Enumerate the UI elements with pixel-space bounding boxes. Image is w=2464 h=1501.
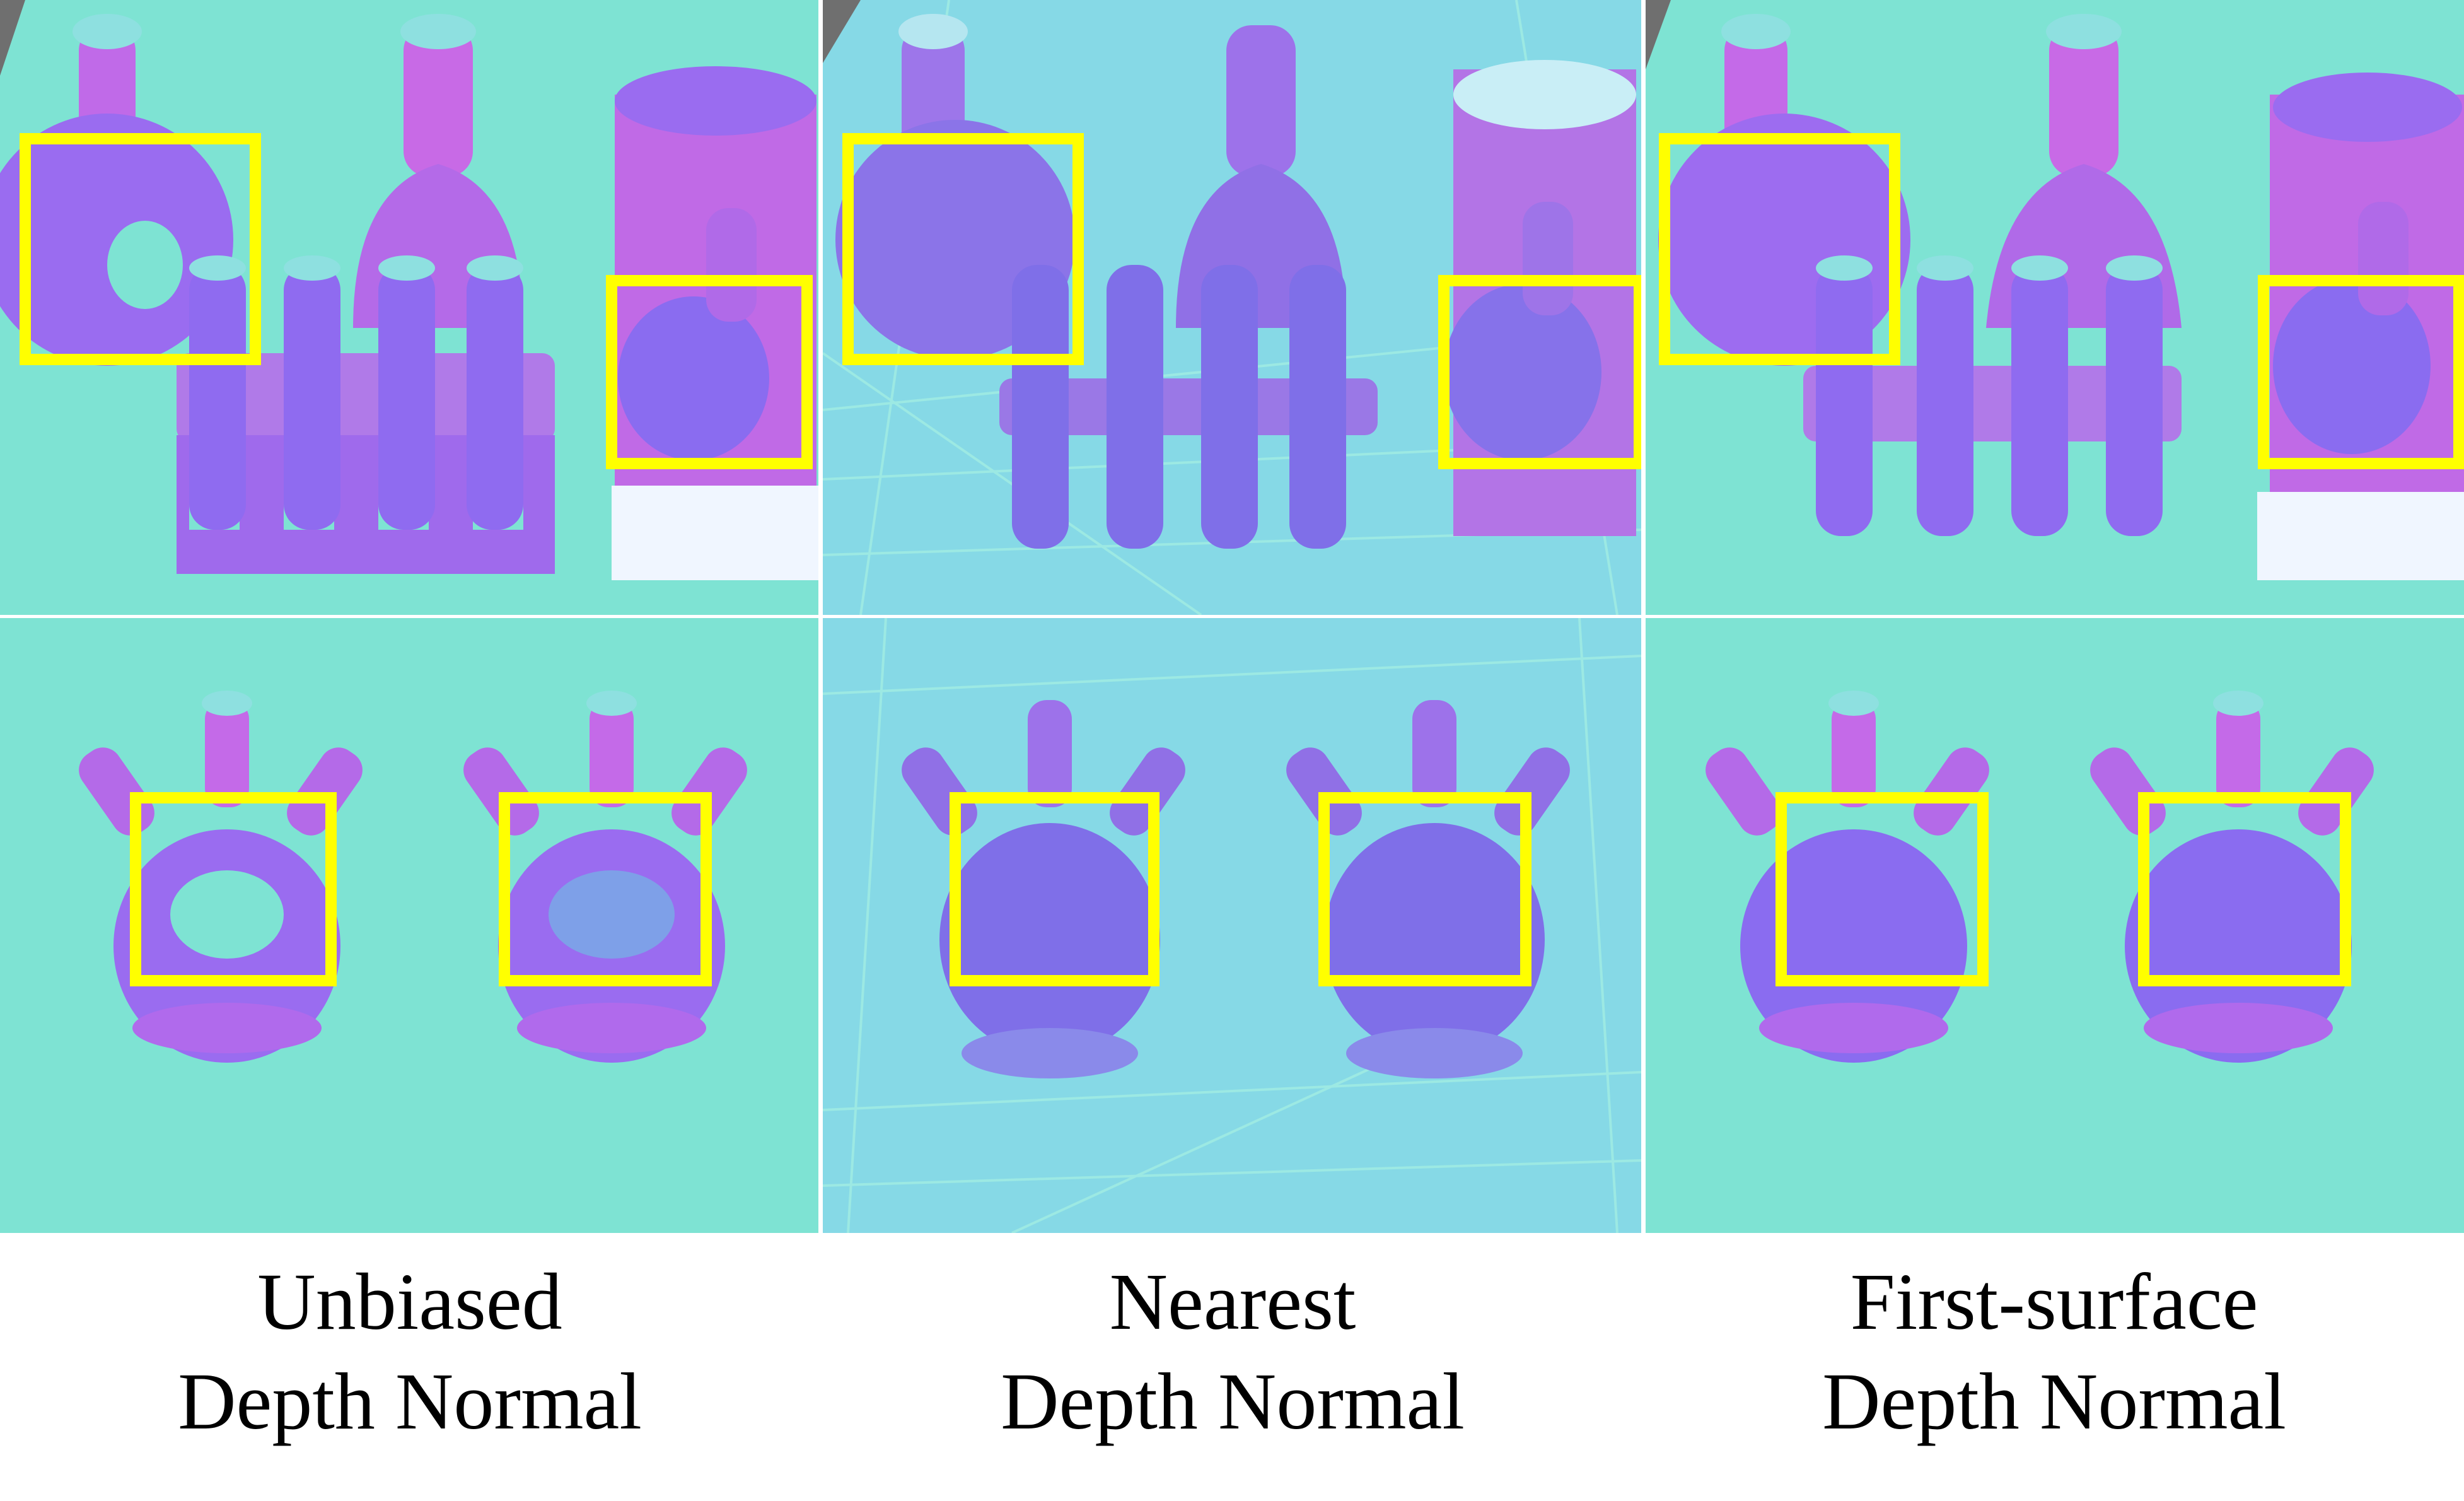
caption-unbiased-line1: Unbiased — [257, 1257, 562, 1346]
panel-first-surface-bottom — [1646, 618, 2464, 1233]
caption-unbiased: Unbiased Depth Normal — [0, 1252, 820, 1451]
caption-first-surface-line1: First-surface — [1850, 1257, 2258, 1346]
captions-row: Unbiased Depth Normal Nearest Depth Norm… — [0, 1233, 2464, 1501]
panel-unbiased-top — [0, 0, 818, 615]
panel-first-surface-top — [1646, 0, 2464, 615]
panel-unbiased-bottom — [0, 618, 818, 1233]
caption-unbiased-line2: Depth Normal — [178, 1357, 642, 1446]
panel-nearest-bottom — [823, 618, 1641, 1233]
panel-nearest-top — [823, 0, 1641, 615]
caption-nearest-line1: Nearest — [1109, 1257, 1356, 1346]
caption-first-surface-line2: Depth Normal — [1822, 1357, 2286, 1446]
caption-nearest: Nearest Depth Normal — [823, 1252, 1642, 1451]
figure-grid — [0, 0, 2464, 1233]
caption-first-surface: First-surface Depth Normal — [1644, 1252, 2464, 1451]
caption-nearest-line2: Depth Normal — [1001, 1357, 1465, 1446]
